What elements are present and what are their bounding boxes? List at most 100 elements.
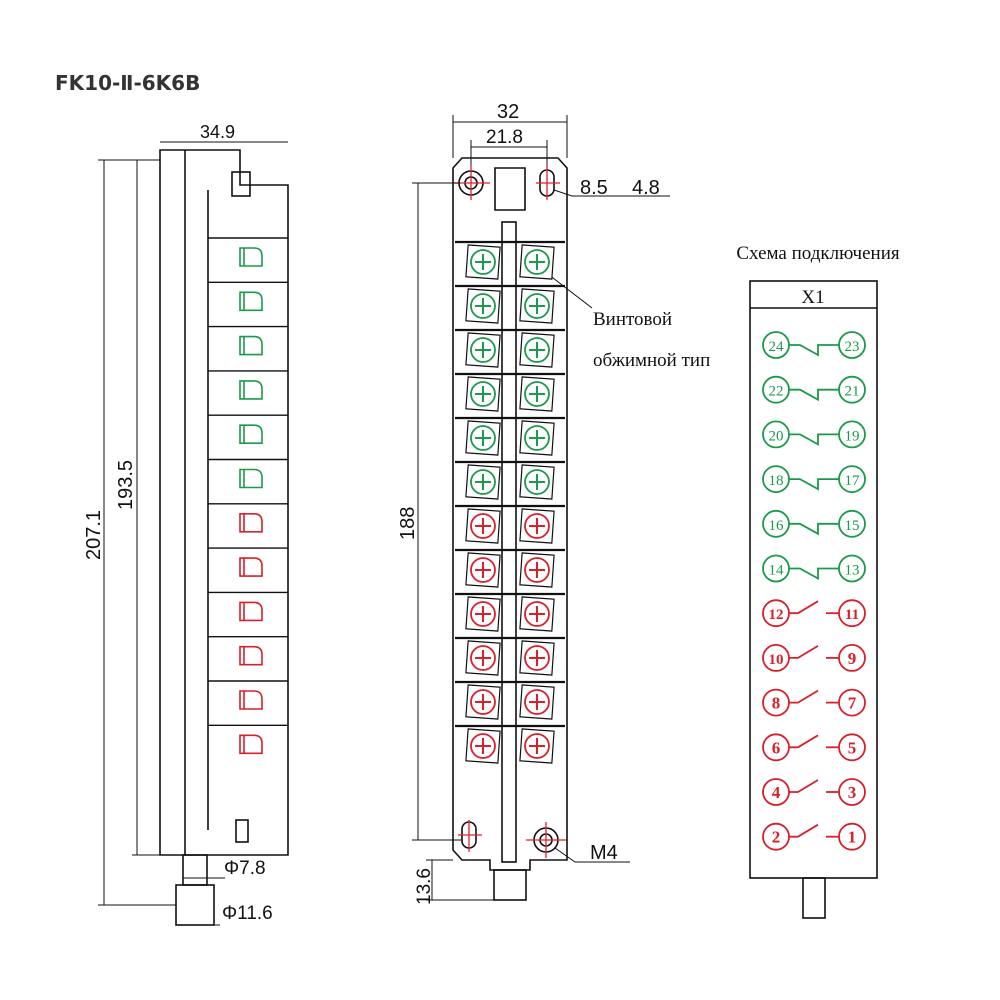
side-terminal-nc — [239, 380, 263, 400]
side-terminal-nc — [239, 291, 263, 312]
screw-head-icon — [524, 557, 550, 583]
terminal-number-left: 12 — [769, 607, 784, 623]
screw-head-icon — [524, 469, 550, 495]
front-body-outline — [452, 157, 568, 871]
side-stem-outer — [175, 884, 215, 926]
terminal-number-right: 13 — [845, 563, 860, 579]
terminal-number-left: 14 — [769, 563, 785, 579]
terminal-number-left: 22 — [769, 384, 784, 400]
callout-screw-type-line1: Винтовой — [593, 309, 672, 330]
screw-head-icon — [524, 645, 550, 671]
side-bottom-tab — [235, 819, 249, 843]
terminal-number-left: 20 — [769, 428, 784, 444]
terminal-number-right: 19 — [845, 428, 860, 444]
screw-head-icon — [470, 513, 496, 539]
dim-inner-diameter: Φ7.8 — [224, 858, 266, 879]
nc-contact-symbol — [789, 344, 839, 357]
screw-head-icon — [524, 601, 550, 627]
terminal-number-right: 11 — [845, 607, 859, 623]
screw-head-icon — [470, 293, 496, 319]
screw-head-icon — [524, 249, 550, 275]
no-contact-symbol — [789, 734, 819, 749]
callout-screw-type-line2: обжимной тип — [593, 350, 710, 371]
screw-head-icon — [470, 425, 496, 451]
nc-contact-symbol — [789, 522, 839, 536]
terminal-number-right: 1 — [848, 828, 857, 847]
nc-contact-symbol — [789, 567, 839, 581]
dim-slot-length: 8.5 — [580, 177, 608, 199]
screw-head-icon — [470, 337, 496, 363]
terminal-number-left: 8 — [772, 694, 781, 713]
front-center-rail — [501, 221, 517, 863]
nc-contact-symbol — [789, 433, 839, 446]
mount-screw-label: M4 — [590, 842, 618, 864]
nc-contact-symbol — [789, 388, 839, 402]
front-stem — [493, 869, 527, 901]
connector-label: X1 — [801, 287, 824, 308]
side-terminal-no — [239, 734, 263, 755]
side-stem-inner — [182, 854, 208, 886]
terminal-number-left: 6 — [772, 738, 781, 757]
no-contact-symbol — [789, 823, 819, 838]
no-contact-symbol — [789, 600, 819, 615]
screw-head-icon — [470, 733, 496, 759]
terminal-number-left: 18 — [769, 473, 784, 489]
dim-slot-width: 4.8 — [632, 177, 660, 199]
dim-front-height: 188 — [397, 507, 419, 540]
screw-head-icon — [524, 425, 550, 451]
screw-head-icon — [470, 689, 496, 715]
side-terminal-no — [239, 601, 263, 622]
dim-outer-diameter: Φ11.6 — [222, 903, 273, 924]
no-contact-symbol — [789, 689, 819, 704]
terminal-number-right: 7 — [848, 694, 857, 713]
dim-side-total-height: 207.1 — [83, 510, 105, 560]
screw-head-icon — [524, 513, 550, 539]
nc-contact-symbol — [789, 478, 839, 491]
terminal-number-left: 16 — [769, 518, 785, 534]
side-terminal-no — [239, 557, 263, 577]
dim-side-body-height: 193.5 — [115, 460, 137, 510]
screw-head-icon — [524, 689, 550, 715]
no-contact-symbol — [789, 779, 819, 793]
terminal-number-left: 10 — [769, 652, 784, 668]
side-terminal-nc — [239, 424, 263, 444]
dim-stem-height: 13.6 — [414, 868, 435, 905]
screw-head-icon — [470, 249, 496, 275]
screw-head-icon — [470, 381, 496, 407]
dim-hole-spacing: 21.8 — [486, 127, 523, 148]
terminal-number-left: 2 — [772, 828, 781, 847]
side-terminal-nc — [239, 247, 263, 267]
side-body-outline — [159, 149, 289, 856]
screw-head-icon — [470, 469, 496, 495]
screw-head-icon — [524, 293, 550, 319]
schematic-stem — [802, 877, 826, 919]
side-view: 34.9 207.1 193.5 Φ7.8 Φ11.6 — [83, 122, 289, 926]
side-terminal-no — [239, 690, 263, 710]
terminal-number-left: 24 — [769, 339, 785, 355]
terminal-number-right: 3 — [848, 783, 857, 802]
side-terminal-no — [239, 645, 263, 666]
side-terminal-no — [239, 513, 263, 533]
terminal-number-right: 15 — [845, 518, 860, 534]
front-view: 32 21.8 8.5 4.8 188 13.6 M4 Винтовой обж… — [397, 101, 710, 905]
dim-front-width: 32 — [497, 101, 519, 123]
no-contact-symbol — [789, 645, 819, 659]
side-terminal-nc — [239, 335, 263, 356]
front-top-window — [494, 167, 526, 211]
terminal-number-right: 5 — [848, 738, 857, 757]
terminal-number-right: 17 — [845, 473, 861, 489]
terminal-number-right: 9 — [848, 649, 857, 668]
schematic-heading: Схема подключения — [736, 243, 900, 264]
screw-head-icon — [524, 381, 550, 407]
model-title: FK10-Ⅱ-6K6B — [55, 71, 200, 95]
terminal-number-right: 23 — [845, 339, 860, 355]
dim-side-width: 34.9 — [200, 122, 235, 142]
side-terminal-nc — [239, 468, 263, 489]
screw-head-icon — [524, 733, 550, 759]
terminal-number-right: 21 — [845, 384, 860, 400]
screw-head-icon — [470, 645, 496, 671]
terminal-number-left: 4 — [772, 783, 781, 802]
